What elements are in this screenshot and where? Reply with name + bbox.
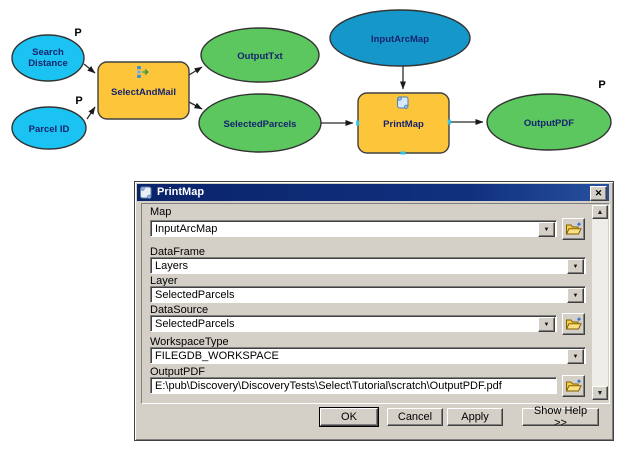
outputpdf-textbox[interactable] (150, 377, 557, 394)
node-input-arcmap-label: InputArcMap (371, 34, 429, 45)
workspacetype-combobox-chevron-down-icon[interactable]: ▼ (567, 349, 584, 364)
datasource-combobox-input[interactable] (153, 318, 539, 330)
node-output-txt[interactable] (200, 27, 320, 83)
field-label-workspacetype: WorkspaceType (150, 336, 229, 348)
printmap-dialog: PrintMap ✕ Map ▼ DataFr (134, 181, 614, 441)
anchor-left (356, 120, 360, 126)
open-folder-icon (565, 379, 582, 392)
param-badge-parcel-id: P (75, 95, 82, 107)
map-combobox[interactable]: ▼ (150, 220, 557, 237)
node-input-arcmap[interactable] (329, 9, 471, 67)
scroll-up-icon: ▲ (596, 208, 604, 216)
parameters-panel: Map ▼ DataFrame ▼ (141, 203, 610, 404)
outputpdf-textbox-input[interactable] (153, 380, 554, 392)
field-label-outputpdf: OutputPDF (150, 366, 206, 378)
map-combobox-input[interactable] (153, 223, 539, 235)
layer-combobox[interactable]: ▼ (150, 286, 586, 303)
node-parcel-id[interactable] (11, 106, 87, 150)
open-folder-icon (565, 222, 582, 235)
layer-combobox-chevron-down-icon[interactable]: ▼ (567, 288, 584, 303)
modelbuilder-diagram: Search Distance P Parcel ID P SelectAndM… (11, 9, 612, 155)
script-tool-icon (397, 96, 409, 109)
node-parcel-id-label: Parcel ID (29, 124, 70, 135)
field-label-datasource: DataSource (150, 304, 209, 316)
scroll-up-button[interactable]: ▲ (592, 205, 608, 219)
open-folder-icon (565, 317, 582, 330)
field-label-map: Map (150, 206, 172, 218)
workspacetype-combobox-input[interactable] (153, 350, 568, 362)
ok-button[interactable]: OK (320, 408, 378, 426)
layer-combobox-input[interactable] (153, 289, 568, 301)
model-icon (137, 66, 149, 78)
close-button[interactable]: ✕ (590, 186, 607, 201)
node-select-and-mail-label: SelectAndMail (111, 87, 176, 98)
field-label-dataframe: DataFrame (150, 246, 206, 258)
dataframe-combobox[interactable]: ▼ (150, 257, 586, 274)
anchor-right (447, 119, 451, 125)
datasource-browse-button[interactable] (562, 313, 585, 335)
connector-group (83, 63, 484, 126)
show-help-button[interactable]: Show Help >> (522, 405, 599, 429)
close-icon: ✕ (594, 188, 603, 198)
map-browse-button[interactable] (562, 218, 585, 240)
dataframe-combobox-input[interactable] (153, 260, 568, 272)
workspacetype-combobox[interactable]: ▼ (150, 347, 586, 364)
connector-searchdistance-selectandmail (83, 63, 96, 74)
anchor-bottom (400, 151, 406, 155)
field-label-layer: Layer (150, 275, 178, 287)
dataframe-combobox-chevron-down-icon[interactable]: ▼ (567, 259, 584, 274)
map-combobox-chevron-down-icon[interactable]: ▼ (538, 222, 555, 237)
node-output-pdf[interactable] (486, 93, 612, 151)
apply-button[interactable]: Apply (447, 408, 503, 426)
node-selected-parcels[interactable] (198, 93, 322, 153)
node-search-distance-label-line2: Distance (28, 58, 68, 69)
node-output-txt-label: OutputTxt (237, 51, 283, 62)
scroll-down-button[interactable]: ▼ (592, 386, 608, 400)
connector-selectandmail-selectedparcels (188, 101, 203, 110)
datasource-combobox-chevron-down-icon[interactable]: ▼ (538, 317, 555, 332)
dialog-title: PrintMap (157, 186, 205, 198)
outputpdf-browse-button[interactable] (562, 375, 585, 397)
param-badge-output-pdf: P (598, 79, 605, 91)
param-badge-search-distance: P (74, 27, 81, 39)
node-print-map-label: PrintMap (383, 119, 424, 130)
datasource-combobox[interactable]: ▼ (150, 315, 557, 332)
scrollbar[interactable]: ▲ ▼ (592, 205, 608, 400)
cancel-button[interactable]: Cancel (387, 408, 443, 426)
node-output-pdf-label: OutputPDF (524, 118, 574, 129)
node-search-distance[interactable] (11, 34, 85, 82)
connector-selectandmail-outputtxt (188, 66, 203, 76)
node-search-distance-label-line1: Search (32, 47, 64, 58)
connector-parcelid-selectandmail (86, 106, 96, 120)
dialog-titlebar[interactable]: PrintMap ✕ (137, 184, 609, 201)
node-select-and-mail[interactable] (97, 61, 190, 120)
scroll-down-icon: ▼ (596, 389, 604, 397)
node-selected-parcels-label: SelectedParcels (224, 119, 297, 130)
script-tool-icon (140, 186, 152, 199)
